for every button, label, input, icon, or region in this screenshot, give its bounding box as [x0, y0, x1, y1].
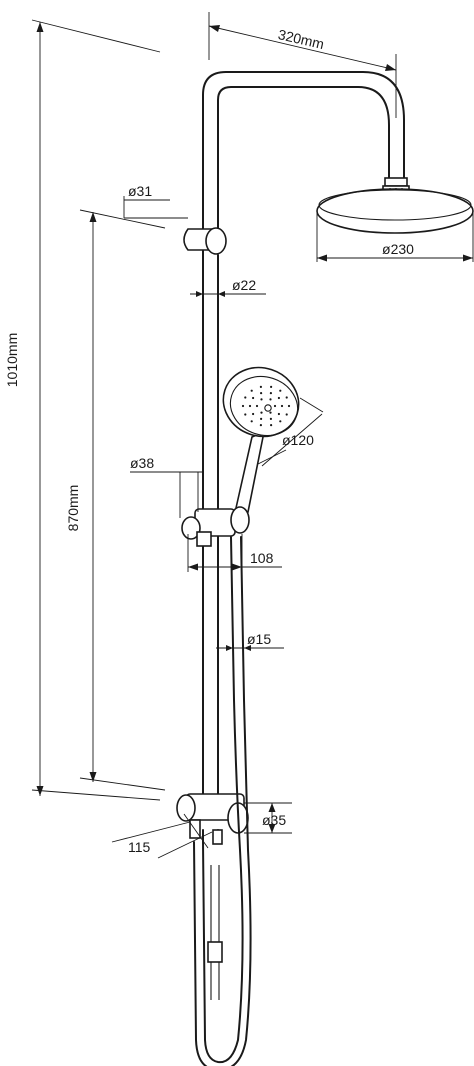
spray-nozzle	[273, 404, 277, 408]
spray-nozzle	[255, 404, 259, 408]
dimension-label-hose: ø15	[247, 631, 271, 647]
spray-nozzle	[244, 413, 247, 416]
dimension-top-bracket	[123, 196, 188, 219]
spray-nozzle	[250, 389, 253, 392]
spray-nozzle	[277, 396, 280, 400]
spray-nozzle	[279, 389, 282, 392]
dimension-holder	[130, 471, 202, 518]
dimension-label-bottom-bracket: ø35	[262, 812, 286, 828]
spray-nozzle	[259, 424, 262, 427]
bottom-wall-bracket	[176, 793, 249, 845]
spray-nozzle	[252, 396, 255, 400]
dimension-label-total-height: 1010mm	[4, 333, 20, 387]
dimension-label-head-diameter: ø230	[382, 241, 414, 257]
dimension-label-arm-reach: 320mm	[277, 26, 326, 52]
overhead-arm	[202, 71, 405, 236]
spray-nozzle	[269, 398, 272, 401]
spray-nozzle	[260, 411, 263, 414]
spray-nozzle	[285, 396, 288, 399]
dimension-total-height	[31, 19, 161, 801]
spray-nozzle	[270, 385, 273, 388]
spray-nozzle	[269, 417, 272, 420]
spray-nozzle	[244, 396, 247, 399]
dimension-head-diameter	[316, 212, 474, 262]
spray-nozzle	[280, 404, 284, 408]
spray-nozzle	[241, 404, 245, 408]
dimension-rail-length	[79, 209, 166, 791]
dimension-hand-shower	[257, 397, 324, 467]
dimension-label-wall-offset: 115	[128, 839, 151, 855]
spray-nozzle	[250, 420, 253, 423]
overhead-shower-head	[316, 188, 474, 234]
spray-nozzle	[260, 398, 263, 401]
dimension-rail-diameter	[190, 291, 266, 297]
dimension-bottom-bracket	[244, 802, 292, 834]
dimension-label-holder-offset: 108	[250, 550, 274, 566]
dimension-label-rail-length: 870mm	[65, 485, 81, 532]
spray-nozzle	[260, 417, 263, 420]
spray-nozzles	[241, 385, 291, 427]
spray-nozzle	[270, 424, 273, 427]
spray-nozzle	[269, 411, 272, 414]
slider-holder	[181, 506, 250, 547]
spray-nozzle	[260, 392, 263, 395]
spray-nozzle	[287, 404, 291, 408]
spray-nozzle	[277, 412, 280, 416]
spray-nozzle	[269, 392, 272, 395]
spray-nozzle	[248, 404, 252, 408]
dimension-wall-offset	[111, 813, 213, 859]
dimension-label-top-bracket: ø31	[128, 183, 152, 199]
spray-nozzle	[279, 420, 282, 423]
dimension-holder-offset	[187, 534, 282, 572]
shower-hose	[193, 536, 252, 1066]
spray-nozzle	[259, 385, 262, 388]
spray-nozzle	[285, 413, 288, 416]
spray-nozzle	[252, 412, 255, 416]
dimension-label-rail-diameter: ø22	[232, 277, 256, 293]
dimension-label-holder: ø38	[130, 455, 154, 471]
dimension-label-hand-shower: ø120	[282, 432, 314, 448]
hand-shower	[222, 366, 300, 514]
dimension-arm-reach	[208, 12, 397, 118]
dimension-hose	[216, 645, 284, 651]
top-wall-bracket	[183, 227, 227, 255]
